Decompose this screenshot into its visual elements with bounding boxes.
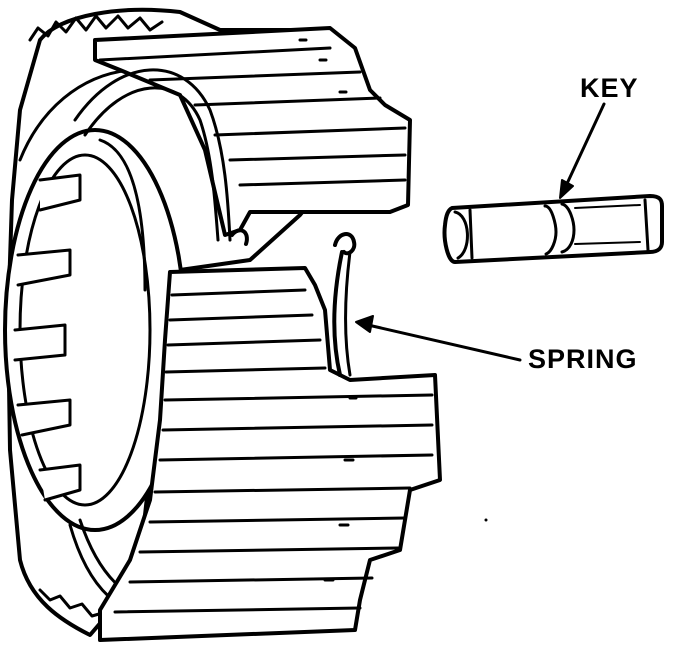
spring-leader-line xyxy=(366,323,522,362)
hub-bore xyxy=(3,128,187,532)
key-leader-line xyxy=(563,102,606,190)
key-label: KEY xyxy=(580,73,639,103)
lower-spline-segment xyxy=(98,266,442,642)
speck xyxy=(484,518,488,522)
leader-lines xyxy=(355,102,606,362)
spring xyxy=(230,228,357,377)
key xyxy=(442,194,664,264)
spring-leader-arrowhead xyxy=(355,315,374,333)
key-leader-arrowhead xyxy=(559,179,574,199)
spring-label: SPRING xyxy=(528,344,638,374)
